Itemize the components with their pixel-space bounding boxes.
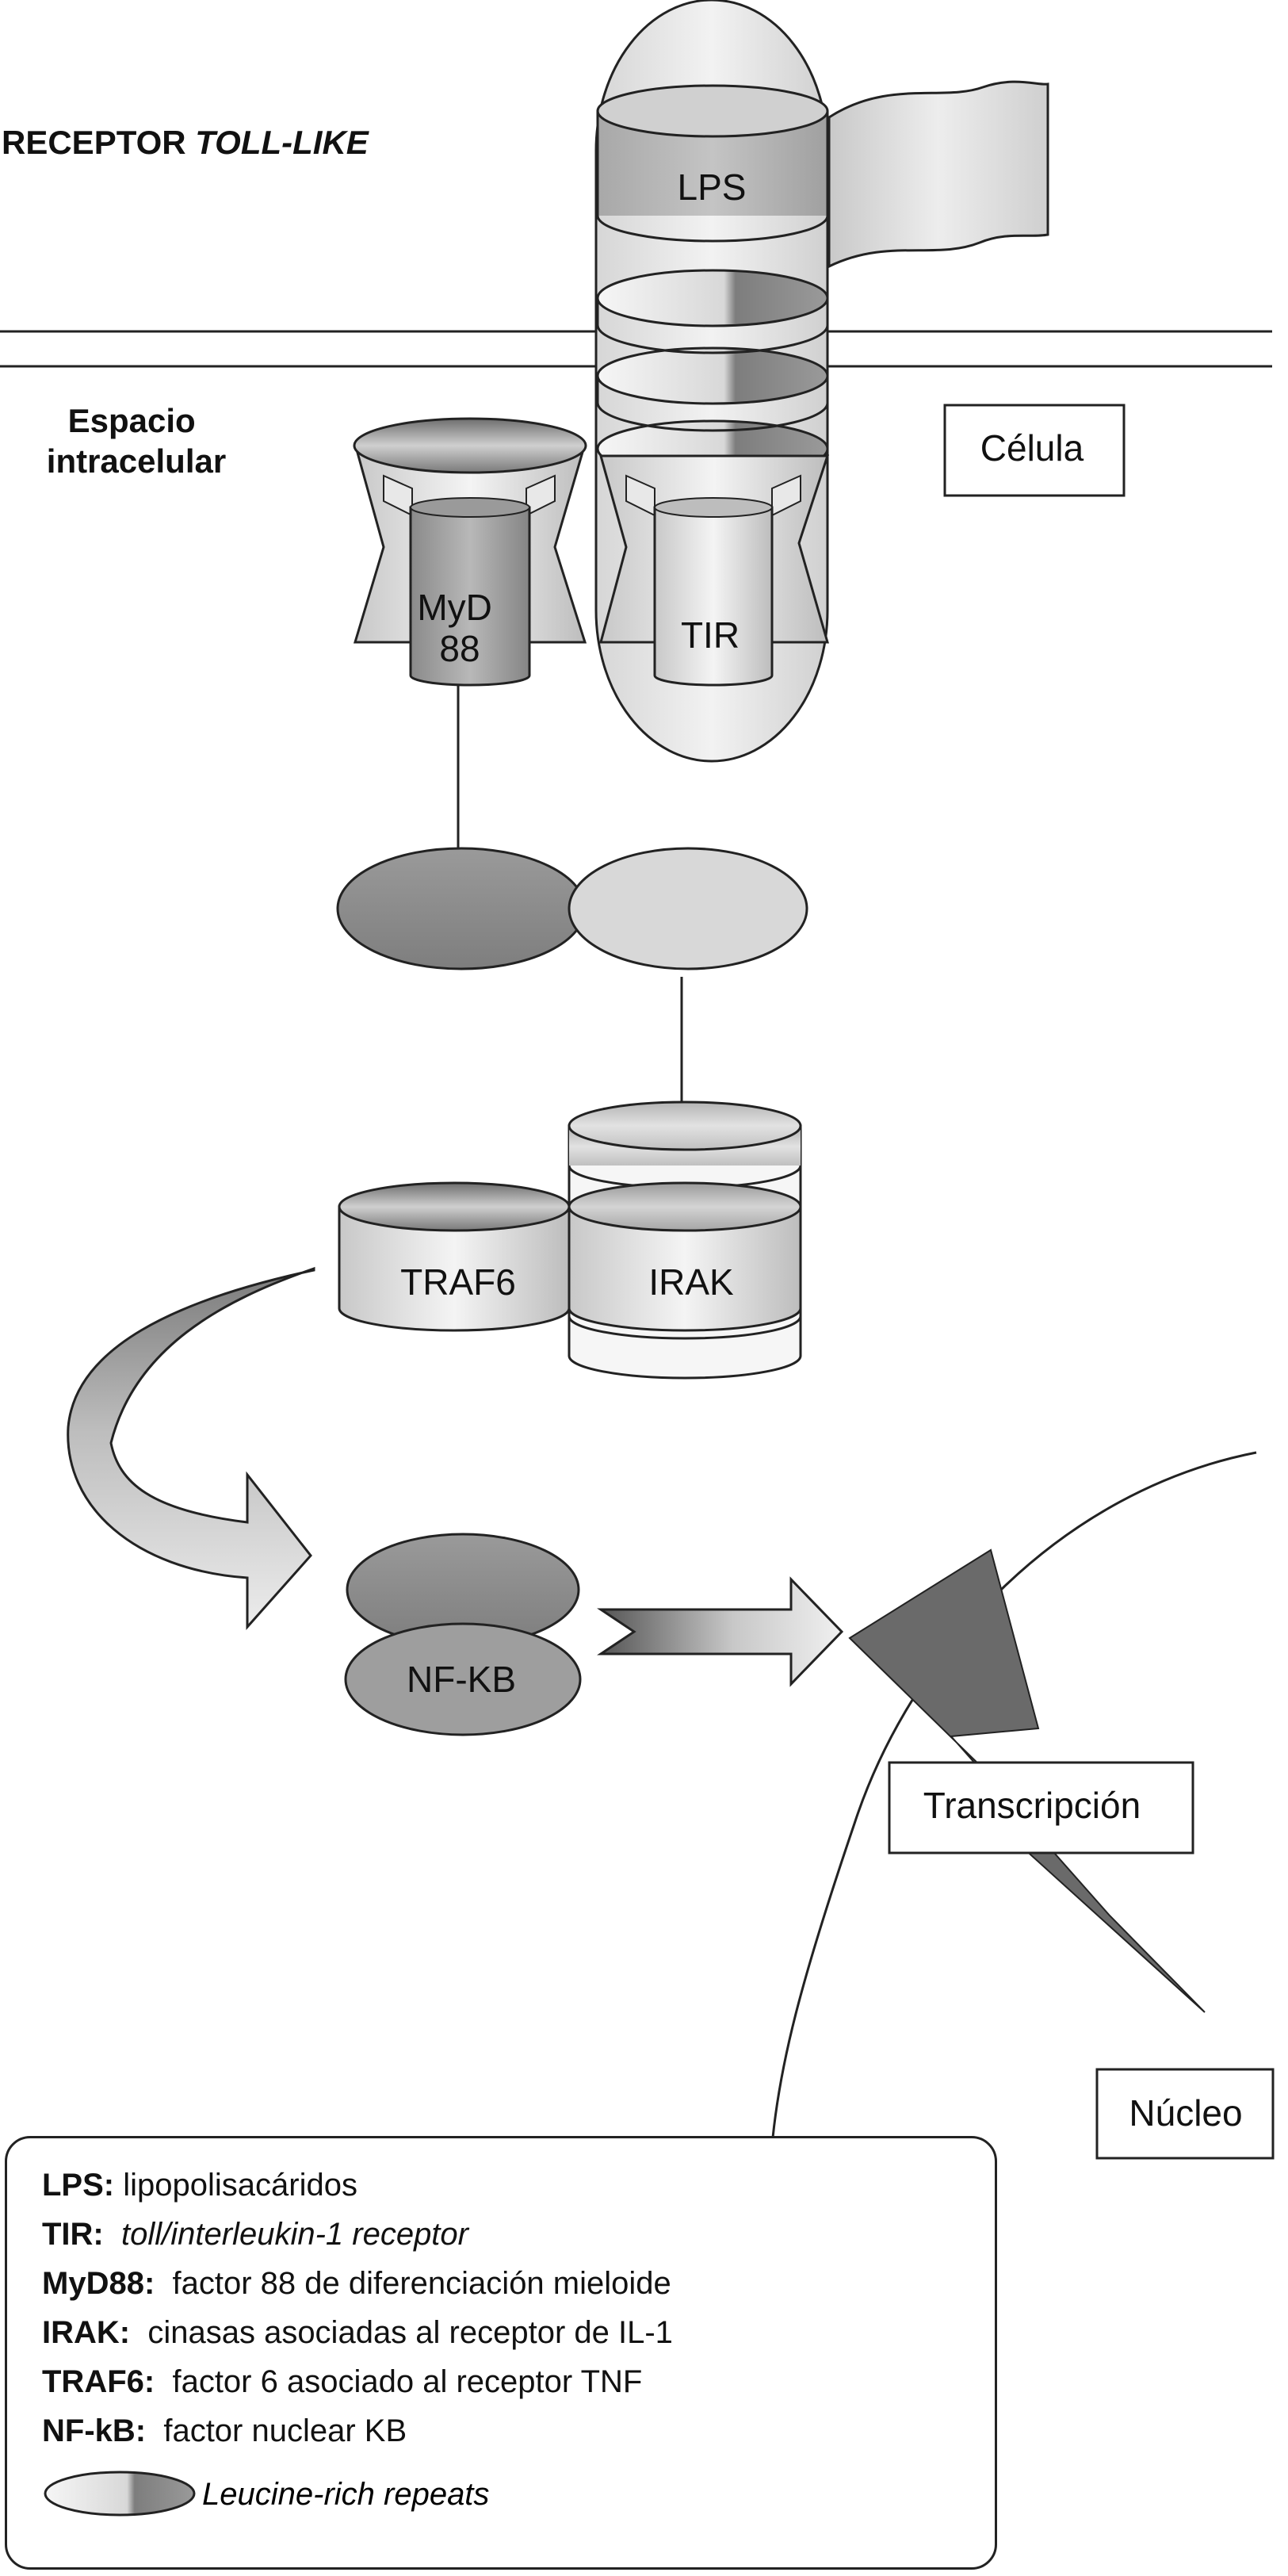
legend-item-traf6: TRAF6: factor 6 asociado al receptor TNF: [42, 2364, 643, 2399]
legend-box: LPS: lipopolisacáridos TIR: toll/interle…: [5, 2136, 997, 2570]
lrr-disc-2: [596, 346, 829, 405]
nucleus-membrane-arc: [771, 1451, 1257, 2138]
irak-cylinder-front: IRAK: [568, 1181, 802, 1332]
legend-item-myd88: MyD88: factor 88 de diferenciación mielo…: [42, 2266, 671, 2301]
celula-box: Célula: [943, 404, 1126, 497]
tir-domain: TIR: [599, 454, 830, 687]
legend-item-tir: TIR: toll/interleukin-1 receptor: [42, 2217, 468, 2252]
traf6-cylinder: TRAF6: [338, 1181, 571, 1332]
legend-item-irak: IRAK: cinasas asociadas al receptor de I…: [42, 2315, 673, 2350]
legend-item-lps: LPS: lipopolisacáridos: [42, 2168, 357, 2203]
legend-item-nfkb: NF-kB: factor nuclear KB: [42, 2413, 407, 2448]
nfkb-label: NF-KB: [407, 1659, 516, 1700]
lps-label: LPS: [678, 167, 747, 208]
arrow-nfkb-nucleus: [597, 1576, 844, 1687]
myd88-label: MyD 88: [417, 587, 502, 669]
light-oval: [568, 847, 808, 970]
lps-flag: [827, 80, 1049, 269]
myd88-adaptor: MyD 88: [353, 417, 587, 687]
lps-band: [598, 111, 827, 216]
curved-arrow-traf6-nfkb: [67, 1266, 315, 1630]
tir-label: TIR: [681, 614, 740, 656]
nucleo-label: Núcleo: [1129, 2092, 1242, 2134]
transcripcion-label: Transcripción: [923, 1785, 1141, 1826]
legend-item-lrr: Leucine-rich repeats: [42, 2467, 995, 2522]
nfkb-bottom-oval: [344, 1622, 582, 1736]
intracellular-label: Espacio intracelular: [47, 402, 226, 480]
receptor-title: RECEPTOR TOLL-LIKE: [2, 124, 370, 161]
celula-label: Célula: [980, 427, 1084, 469]
nucleo-box: Núcleo: [1095, 2068, 1275, 2160]
lrr-disc-1: [596, 269, 829, 327]
irak-label: IRAK: [648, 1261, 734, 1303]
lrr-disc-icon: [44, 2471, 196, 2517]
dark-oval: [336, 847, 587, 970]
traf6-label: TRAF6: [400, 1261, 516, 1303]
lrr-label: Leucine-rich repeats: [202, 2477, 490, 2512]
transcripcion-box: Transcripción: [888, 1761, 1194, 1854]
